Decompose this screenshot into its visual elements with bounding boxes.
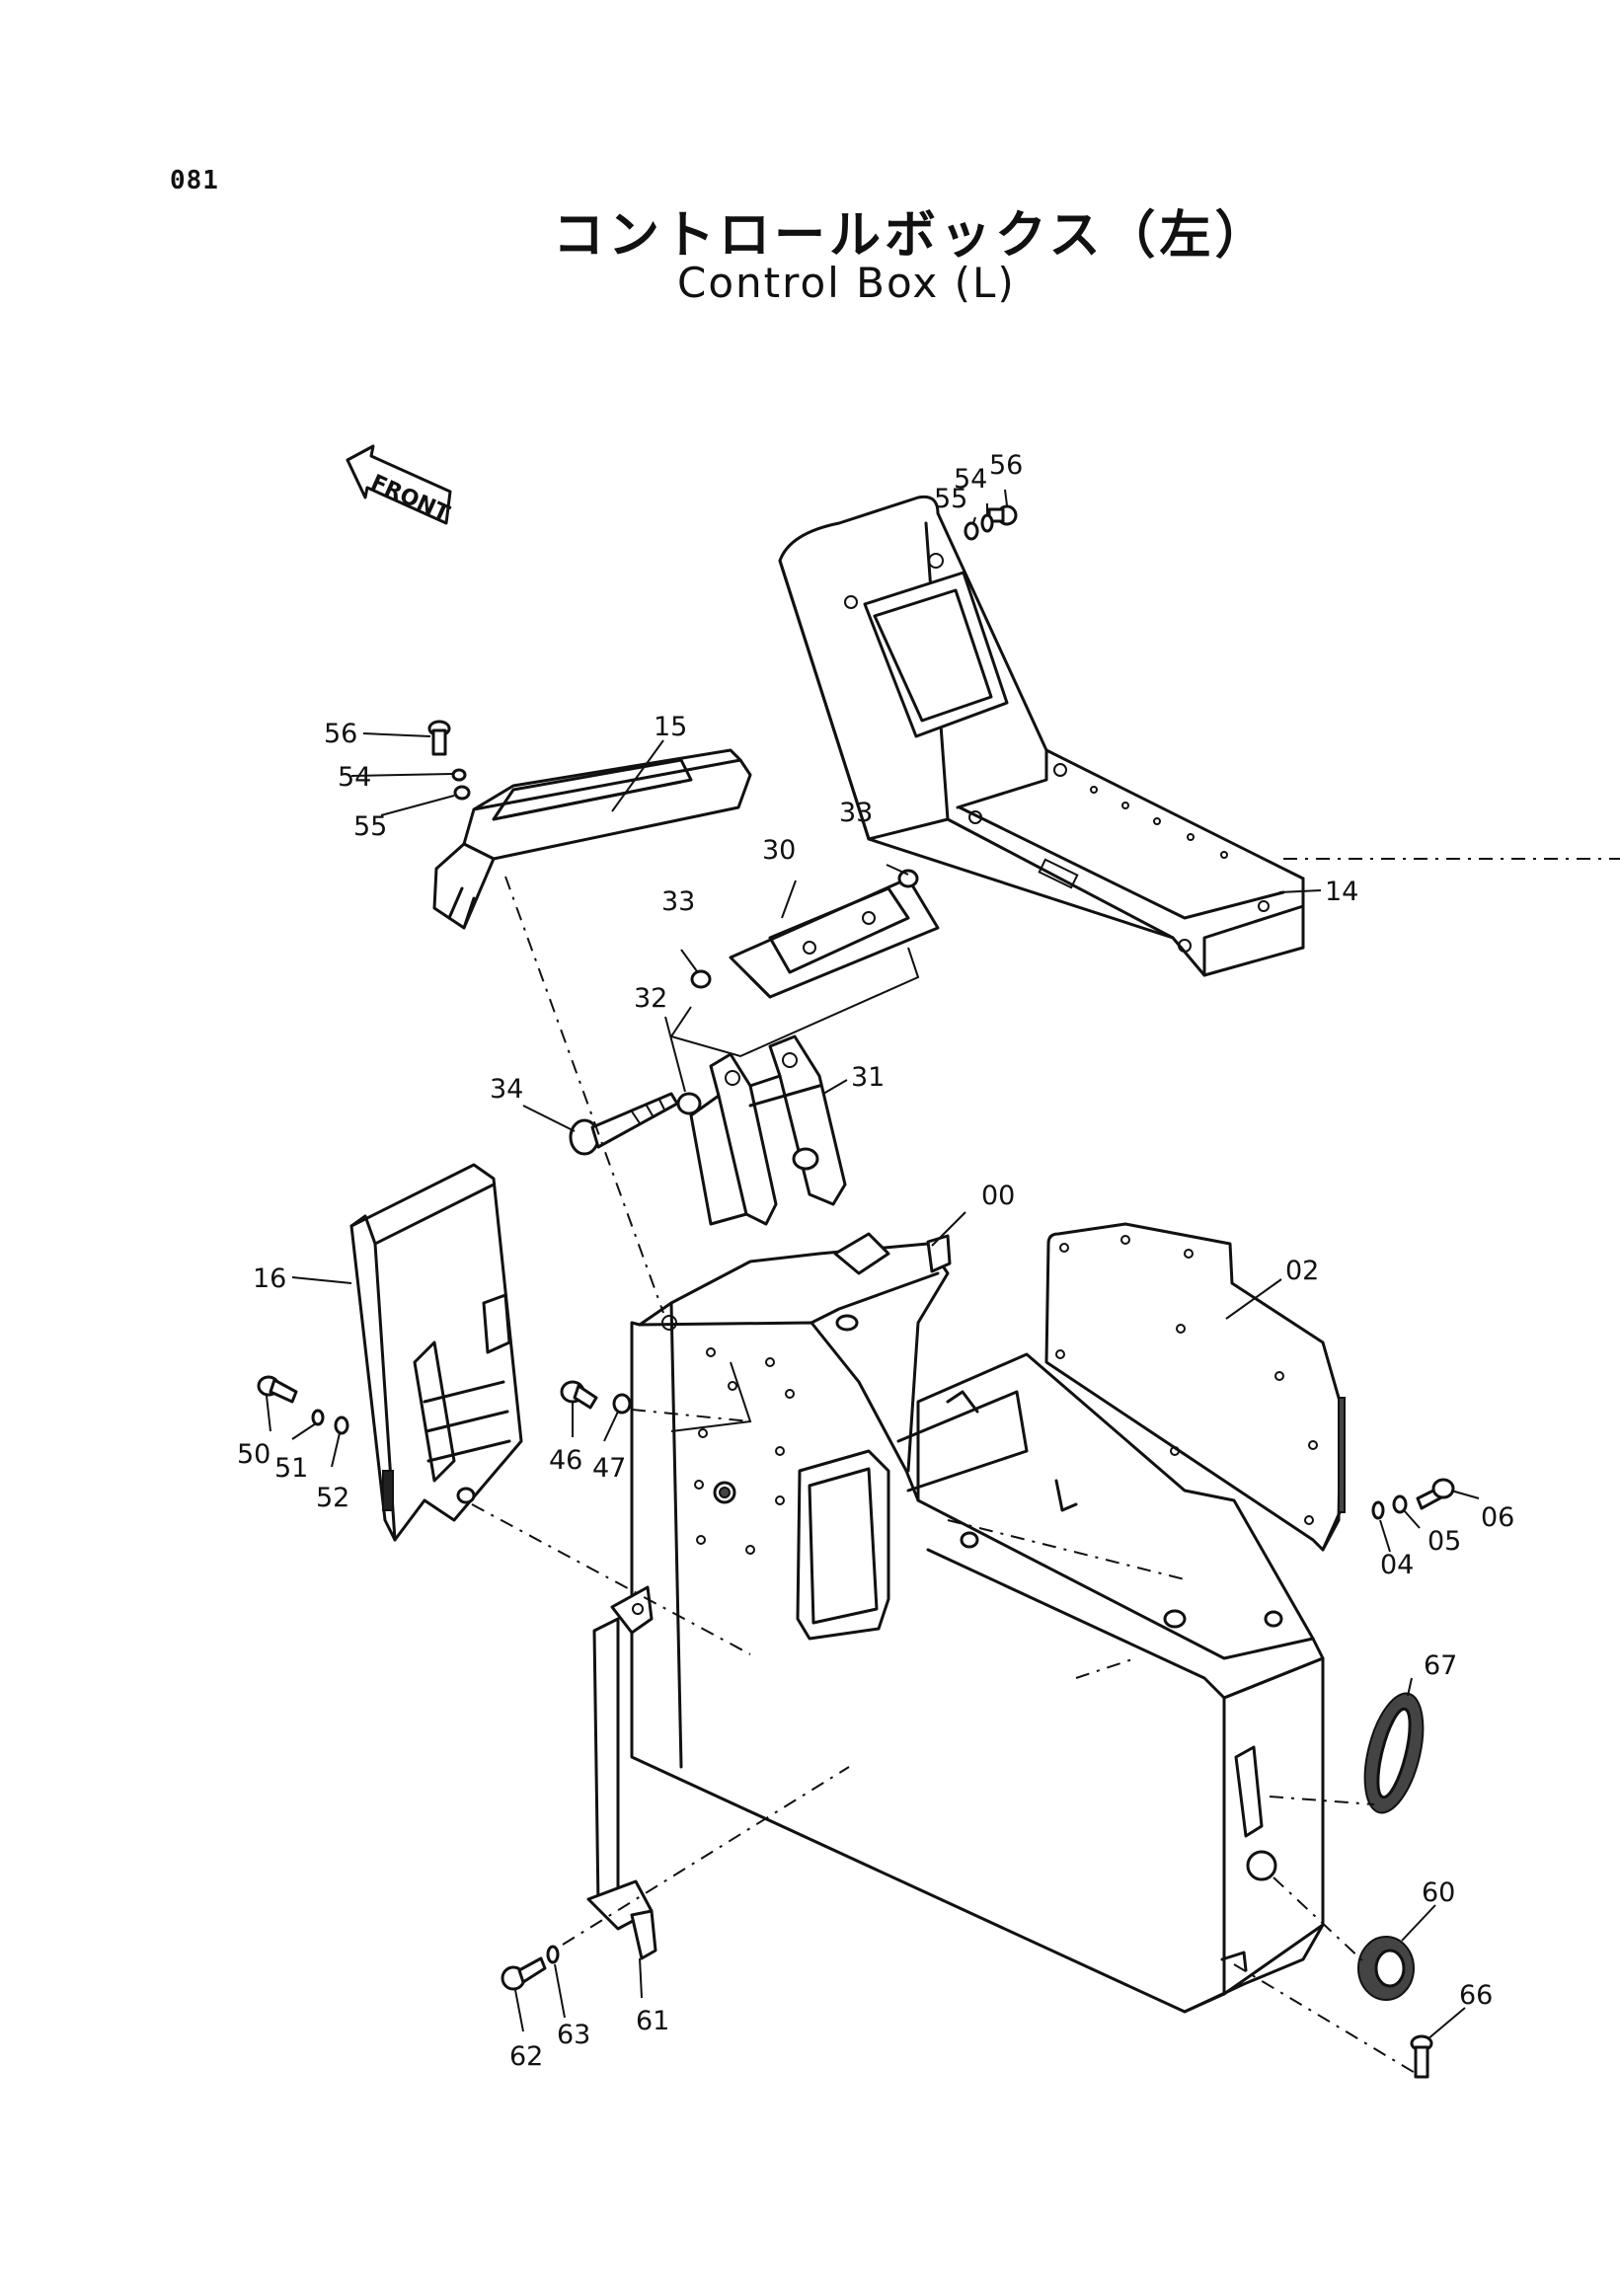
callout-55: 55 <box>934 484 967 514</box>
callout-50: 50 <box>237 1439 270 1470</box>
callout-00: 00 <box>981 1181 1015 1211</box>
part-34-bolt <box>569 1092 679 1156</box>
assembly-lines <box>471 858 1620 2078</box>
callout-33: 33 <box>661 886 695 917</box>
part-31-brackets <box>676 1034 847 1226</box>
part-02-side-cover <box>1044 1222 1346 1552</box>
part-60-grommet <box>1357 1936 1415 2001</box>
bolt-56-top-right <box>964 504 1018 541</box>
bolts-46-47 <box>560 1380 632 1415</box>
part-30-plate <box>669 869 940 1058</box>
callout-62: 62 <box>509 2041 543 2072</box>
leader-lines <box>266 489 1480 2040</box>
callout-56: 56 <box>989 450 1023 481</box>
callout-14: 14 <box>1325 877 1358 907</box>
callout-15: 15 <box>654 712 687 742</box>
callout-04: 04 <box>1380 1550 1414 1580</box>
callout-61: 61 <box>636 2006 669 2036</box>
callout-34: 34 <box>490 1074 523 1105</box>
bolts-62-63 <box>501 1945 560 1991</box>
title-japanese: コントロールボックス（左） <box>553 206 1271 266</box>
callout-33: 33 <box>839 798 873 828</box>
part-16-side-panel <box>349 1163 523 1542</box>
callout-05: 05 <box>1427 1526 1461 1557</box>
page-number: 081 <box>170 166 219 195</box>
callout-54: 54 <box>338 762 371 793</box>
part-14-top-cover <box>778 495 1305 977</box>
callout-63: 63 <box>557 2020 590 2050</box>
callout-46: 46 <box>549 1445 582 1476</box>
bolts-04-05-06 <box>1371 1478 1455 1520</box>
callout-52: 52 <box>316 1483 349 1513</box>
callout-47: 47 <box>592 1453 626 1484</box>
callout-02: 02 <box>1285 1256 1319 1286</box>
part-15-upper-cover <box>432 748 752 930</box>
callout-30: 30 <box>762 835 796 866</box>
callout-66: 66 <box>1459 1980 1493 2011</box>
callout-56: 56 <box>324 719 357 749</box>
callout-06: 06 <box>1481 1502 1514 1533</box>
callout-51: 51 <box>274 1453 308 1484</box>
callout-31: 31 <box>851 1062 885 1093</box>
callout-labels: 56 54 55 15 56 54 55 14 33 30 33 32 31 3… <box>237 450 1514 2072</box>
callout-67: 67 <box>1424 1650 1457 1681</box>
front-arrow-icon: FRONT <box>346 444 453 527</box>
callout-54: 54 <box>954 464 987 495</box>
callout-16: 16 <box>253 1263 286 1294</box>
callout-55: 55 <box>353 811 387 842</box>
part-67-grommet <box>1363 1692 1425 1814</box>
part-00-main-box <box>630 1232 1325 2014</box>
title-english: Control Box (L) <box>677 259 1016 307</box>
part-61-handle <box>586 1585 657 1960</box>
bolt-56-left <box>427 720 471 801</box>
bolts-50-51-52 <box>257 1375 349 1435</box>
callout-60: 60 <box>1422 1877 1455 1908</box>
part-66-screw <box>1410 2034 1433 2079</box>
callout-32: 32 <box>634 983 667 1014</box>
